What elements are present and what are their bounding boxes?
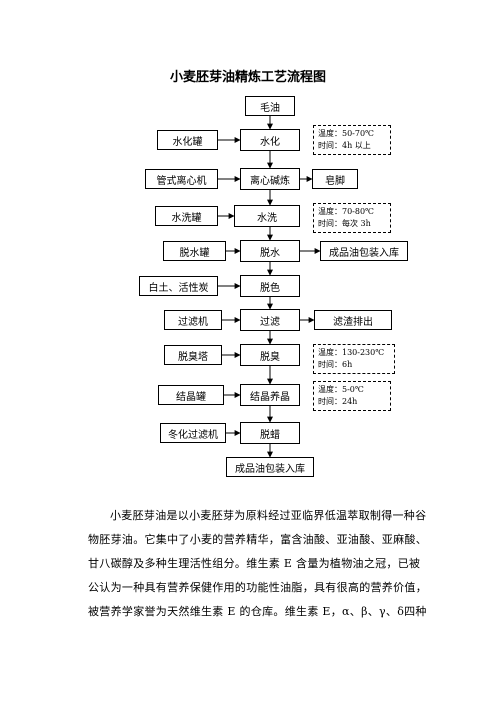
- step-dewaxing: 脱蜡: [240, 422, 300, 444]
- condition-crystallization-time: 时间：24h: [318, 397, 358, 406]
- condition-deodorization-temp: 温度：130-230℃: [318, 348, 385, 357]
- step-water-wash: 水洗: [234, 205, 300, 227]
- step-dehydration: 脱水: [240, 240, 300, 262]
- step-deodorization: 脱臭: [240, 344, 300, 366]
- condition-hydration-temp: 温度：50-70℃: [318, 129, 375, 138]
- condition-crystallization-temp: 温度：5-0℃: [318, 385, 364, 394]
- step-crystallization: 结晶养晶: [240, 384, 300, 406]
- body-paragraph: 小麦胚芽油是以小麦胚芽为原料经过亚临界低温萃取制得一种谷物胚芽油。它集中了小麦的…: [88, 509, 427, 618]
- condition-water-wash: 温度：70-80℃ 时间：每次 3h: [313, 203, 391, 233]
- condition-deodorization: 温度：130-230℃ 时间：6h: [313, 344, 395, 374]
- output-residue: 滤渣排出: [314, 310, 392, 330]
- equipment-winter-filter: 冬化过滤机: [160, 423, 226, 443]
- output-soapstock: 皂脚: [312, 169, 358, 189]
- equipment-tube-centrifuge: 管式离心机: [145, 169, 218, 189]
- output-product-store: 成品油包装入库: [320, 241, 408, 261]
- page-title: 小麦胚芽油精炼工艺流程图: [169, 70, 326, 85]
- equipment-wash-tank: 水洗罐: [155, 206, 218, 226]
- condition-hydration: 温度：50-70℃ 时间：4h 以上: [313, 125, 391, 155]
- step-crude-oil: 毛油: [245, 96, 295, 116]
- condition-deodorization-time: 时间：6h: [318, 360, 353, 369]
- step-hydration: 水化: [240, 129, 300, 151]
- condition-hydration-time: 时间：4h 以上: [318, 141, 371, 150]
- equipment-deodorizer: 脱臭塔: [164, 345, 222, 365]
- step-bleaching: 脱色: [240, 275, 300, 297]
- step-filtration: 过滤: [240, 309, 300, 331]
- condition-water-wash-time: 时间：每次 3h: [318, 219, 371, 228]
- condition-water-wash-temp: 温度：70-80℃: [318, 207, 375, 216]
- equipment-bleaching-agent: 白土、活性炭: [139, 276, 218, 296]
- step-final-product: 成品油包装入库: [226, 457, 314, 477]
- condition-crystallization: 温度：5-0℃ 时间：24h: [313, 381, 391, 411]
- equipment-dehydration-tank: 脱水罐: [163, 241, 226, 261]
- equipment-filter: 过滤机: [164, 310, 222, 330]
- equipment-hydration-tank: 水化罐: [157, 130, 218, 150]
- equipment-crystal-tank: 结晶罐: [158, 385, 224, 405]
- step-alkali-refining: 离心碱炼: [240, 168, 300, 190]
